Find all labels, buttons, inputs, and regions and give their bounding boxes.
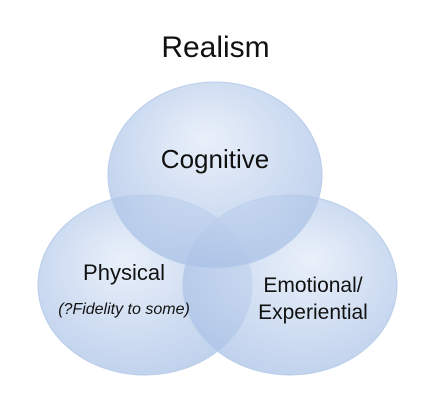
cognitive-label: Cognitive: [160, 144, 270, 174]
diagram-title: Realism: [161, 31, 270, 64]
physical-label: Physical: [83, 260, 165, 285]
cognitive-circle: [107, 81, 323, 269]
physical-note: (?Fidelity to some): [58, 301, 190, 318]
emotional-label: Emotional/ Experiential: [258, 274, 368, 324]
